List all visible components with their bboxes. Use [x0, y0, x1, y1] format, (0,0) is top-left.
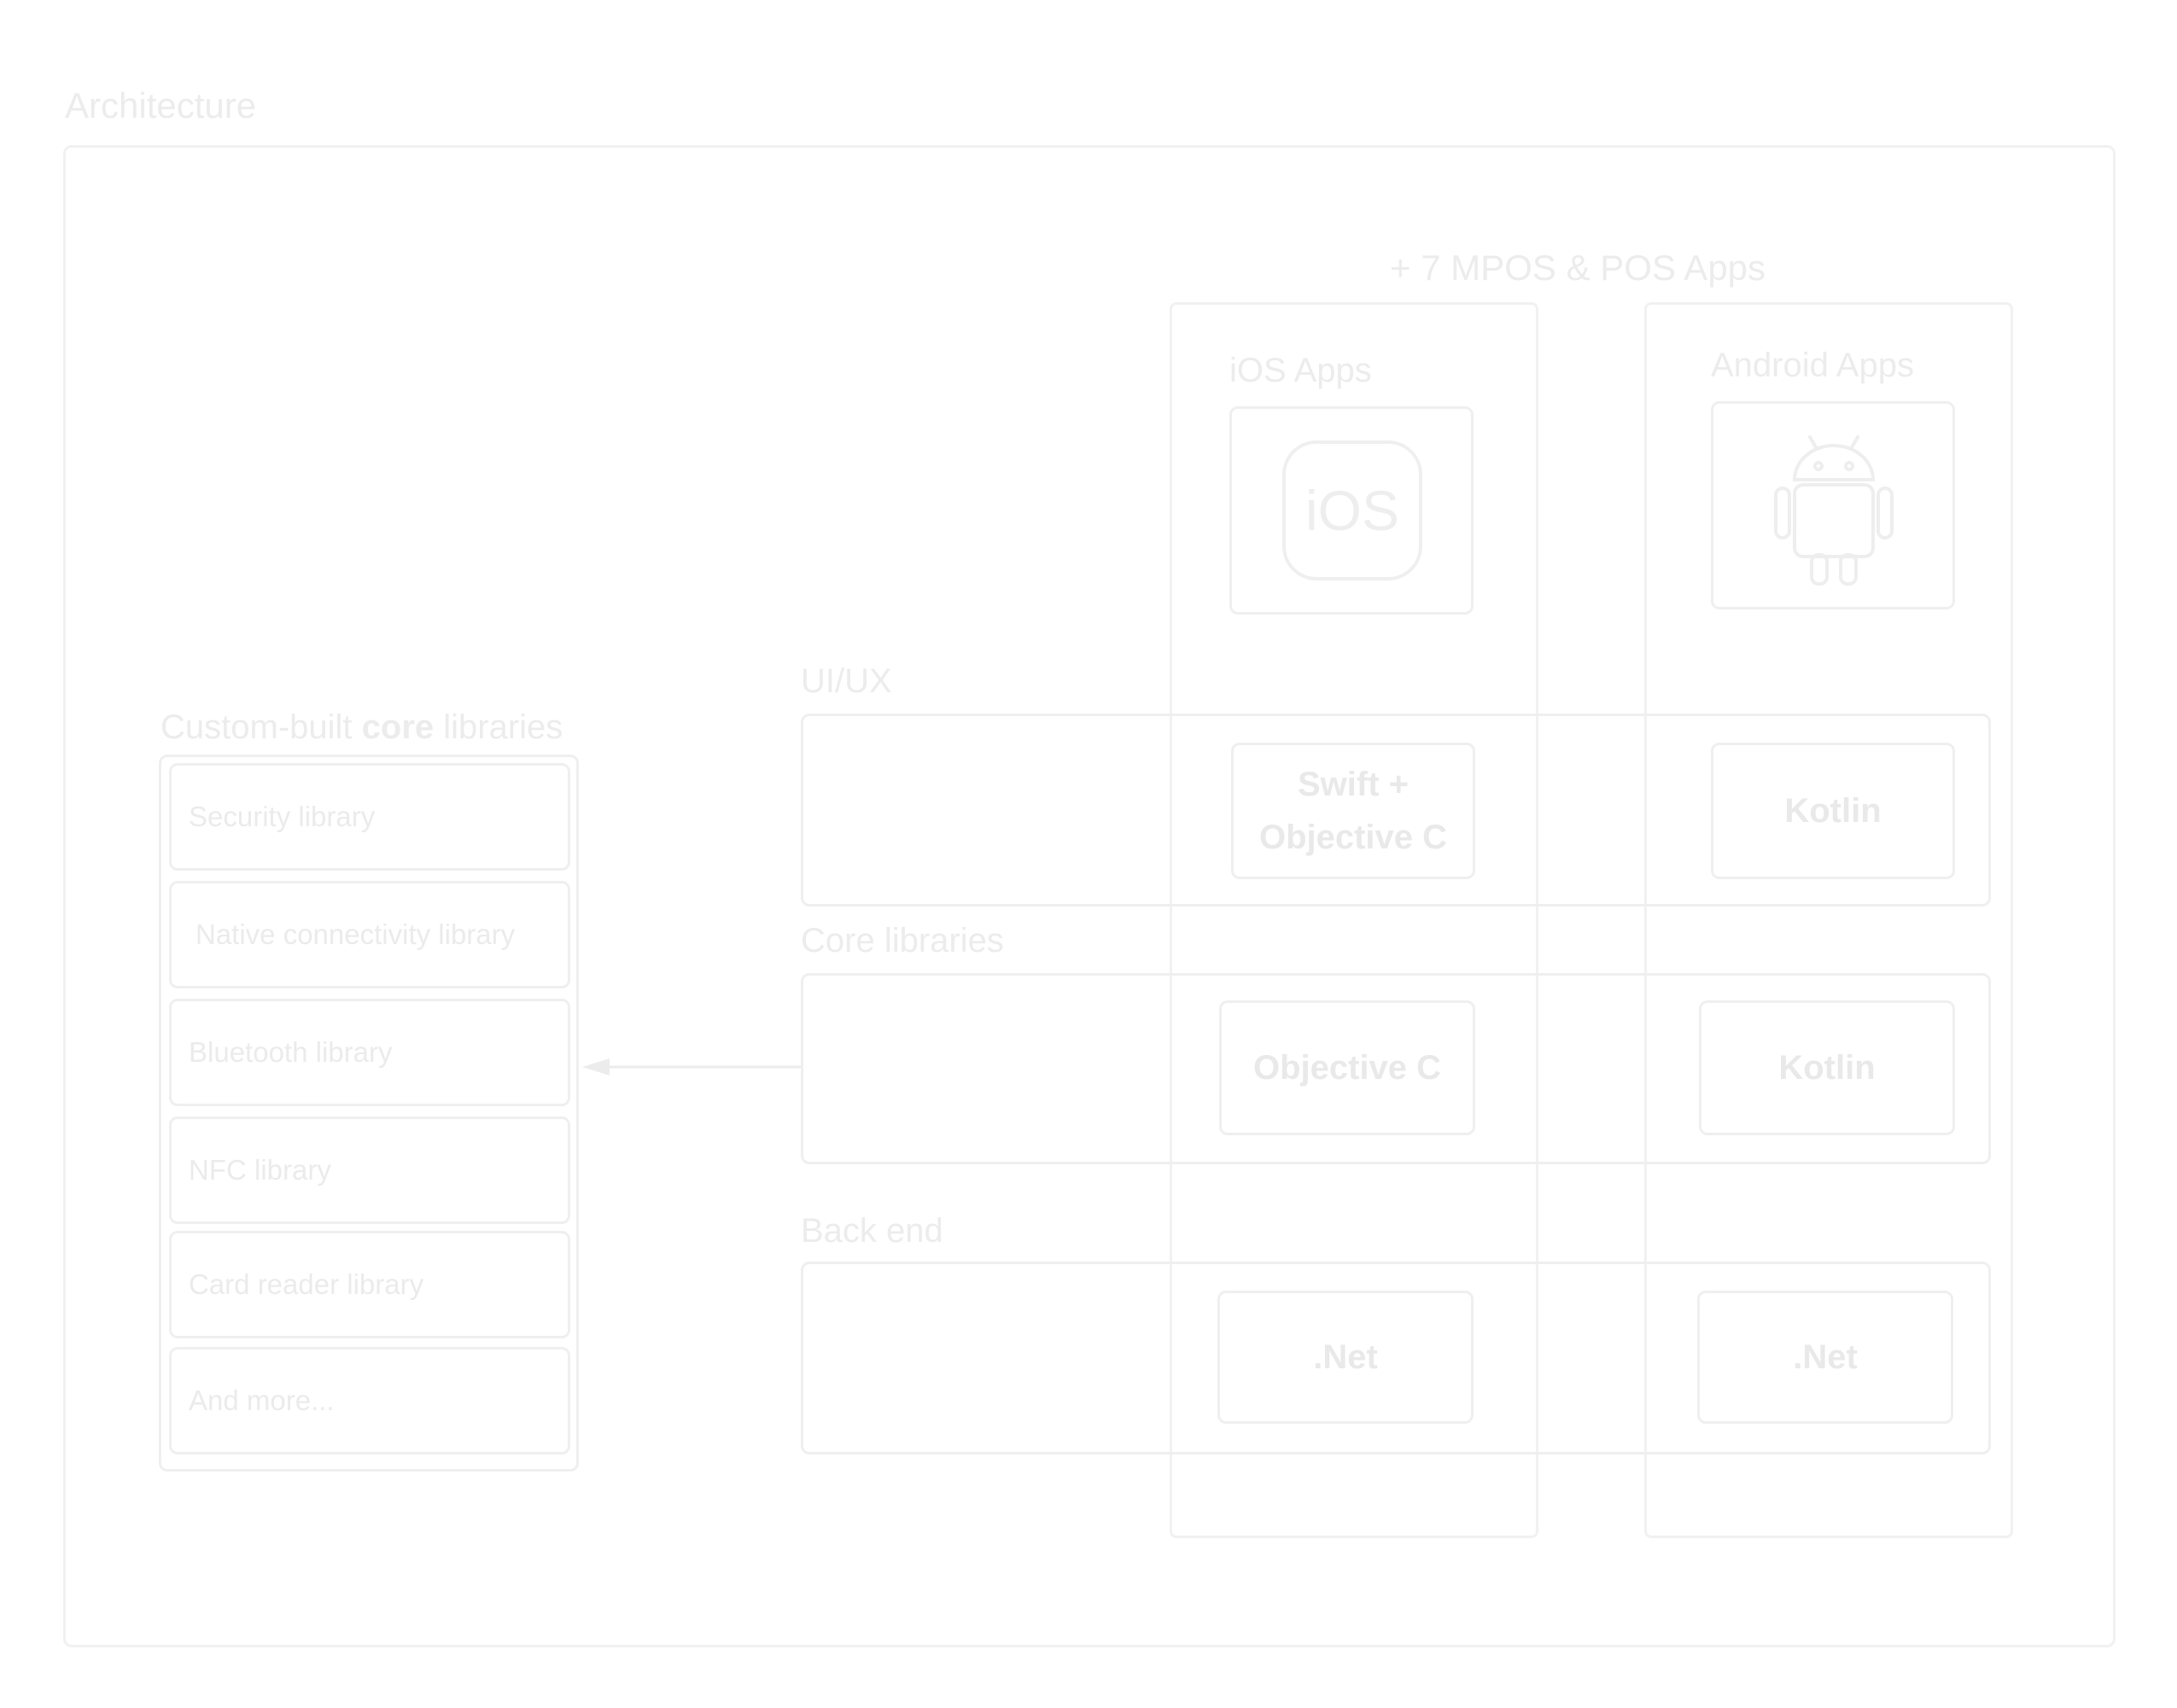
uiux-ios-language-text: Swift + Objective C	[1258, 766, 1448, 856]
ios-logo-icon: iOS	[1282, 440, 1422, 580]
library-item-card-reader: Card reader library	[169, 1231, 570, 1338]
library-item-bluetooth: Bluetooth library	[169, 999, 570, 1106]
library-item-security: Security library	[169, 763, 570, 871]
backend-ios-language: .Net	[1217, 1291, 1474, 1424]
core-libraries-label: Core libraries	[801, 922, 1004, 959]
core-ios-language-text: Objective C	[1252, 1049, 1442, 1087]
architecture-frame	[63, 145, 2116, 1647]
uiux-layer	[801, 714, 1991, 906]
custom-libraries-container	[159, 755, 579, 1472]
backend-ios-language-text: .Net	[1313, 1338, 1378, 1376]
ios-logo-text: iOS	[1304, 479, 1400, 542]
custom-libraries-title-suffix: libraries	[443, 708, 563, 746]
library-item-and-more: And more...	[169, 1347, 570, 1454]
uiux-android-language-text: Kotlin	[1784, 792, 1882, 830]
page-title: Architecture	[65, 85, 257, 125]
library-item-nfc: NFC library	[169, 1116, 570, 1224]
back-end-label: Back end	[801, 1212, 943, 1250]
android-apps-label: Android Apps	[1711, 347, 1914, 384]
android-robot-icon	[1774, 435, 1894, 586]
back-end-layer	[801, 1262, 1991, 1454]
custom-libraries-title-prefix: Custom-built	[161, 708, 353, 746]
custom-libraries-title: Custom-built core libraries	[161, 708, 563, 747]
connector-arrowhead	[582, 1058, 610, 1076]
custom-libraries-title-bold: core	[361, 708, 435, 746]
ios-apps-label: iOS Apps	[1229, 352, 1372, 389]
android-icon-box	[1711, 401, 1955, 609]
apps-heading: + 7 MPOS & POS Apps	[1390, 248, 1766, 288]
core-libraries-layer	[801, 973, 1991, 1164]
uiux-ios-language: Swift + Objective C	[1231, 743, 1475, 879]
backend-android-language-text: .Net	[1793, 1338, 1858, 1376]
library-item-native-connectivity: Native connectivity library	[169, 881, 570, 988]
ios-column	[1170, 302, 1538, 1538]
backend-android-language: .Net	[1697, 1291, 1953, 1424]
android-column	[1644, 302, 2013, 1538]
core-android-language-text: Kotlin	[1778, 1049, 1876, 1087]
core-android-language: Kotlin	[1699, 1000, 1955, 1135]
ios-icon-box	[1229, 406, 1474, 615]
uiux-label: UI/UX	[801, 662, 892, 700]
core-ios-language: Objective C	[1219, 1000, 1475, 1135]
uiux-android-language: Kotlin	[1711, 743, 1955, 879]
